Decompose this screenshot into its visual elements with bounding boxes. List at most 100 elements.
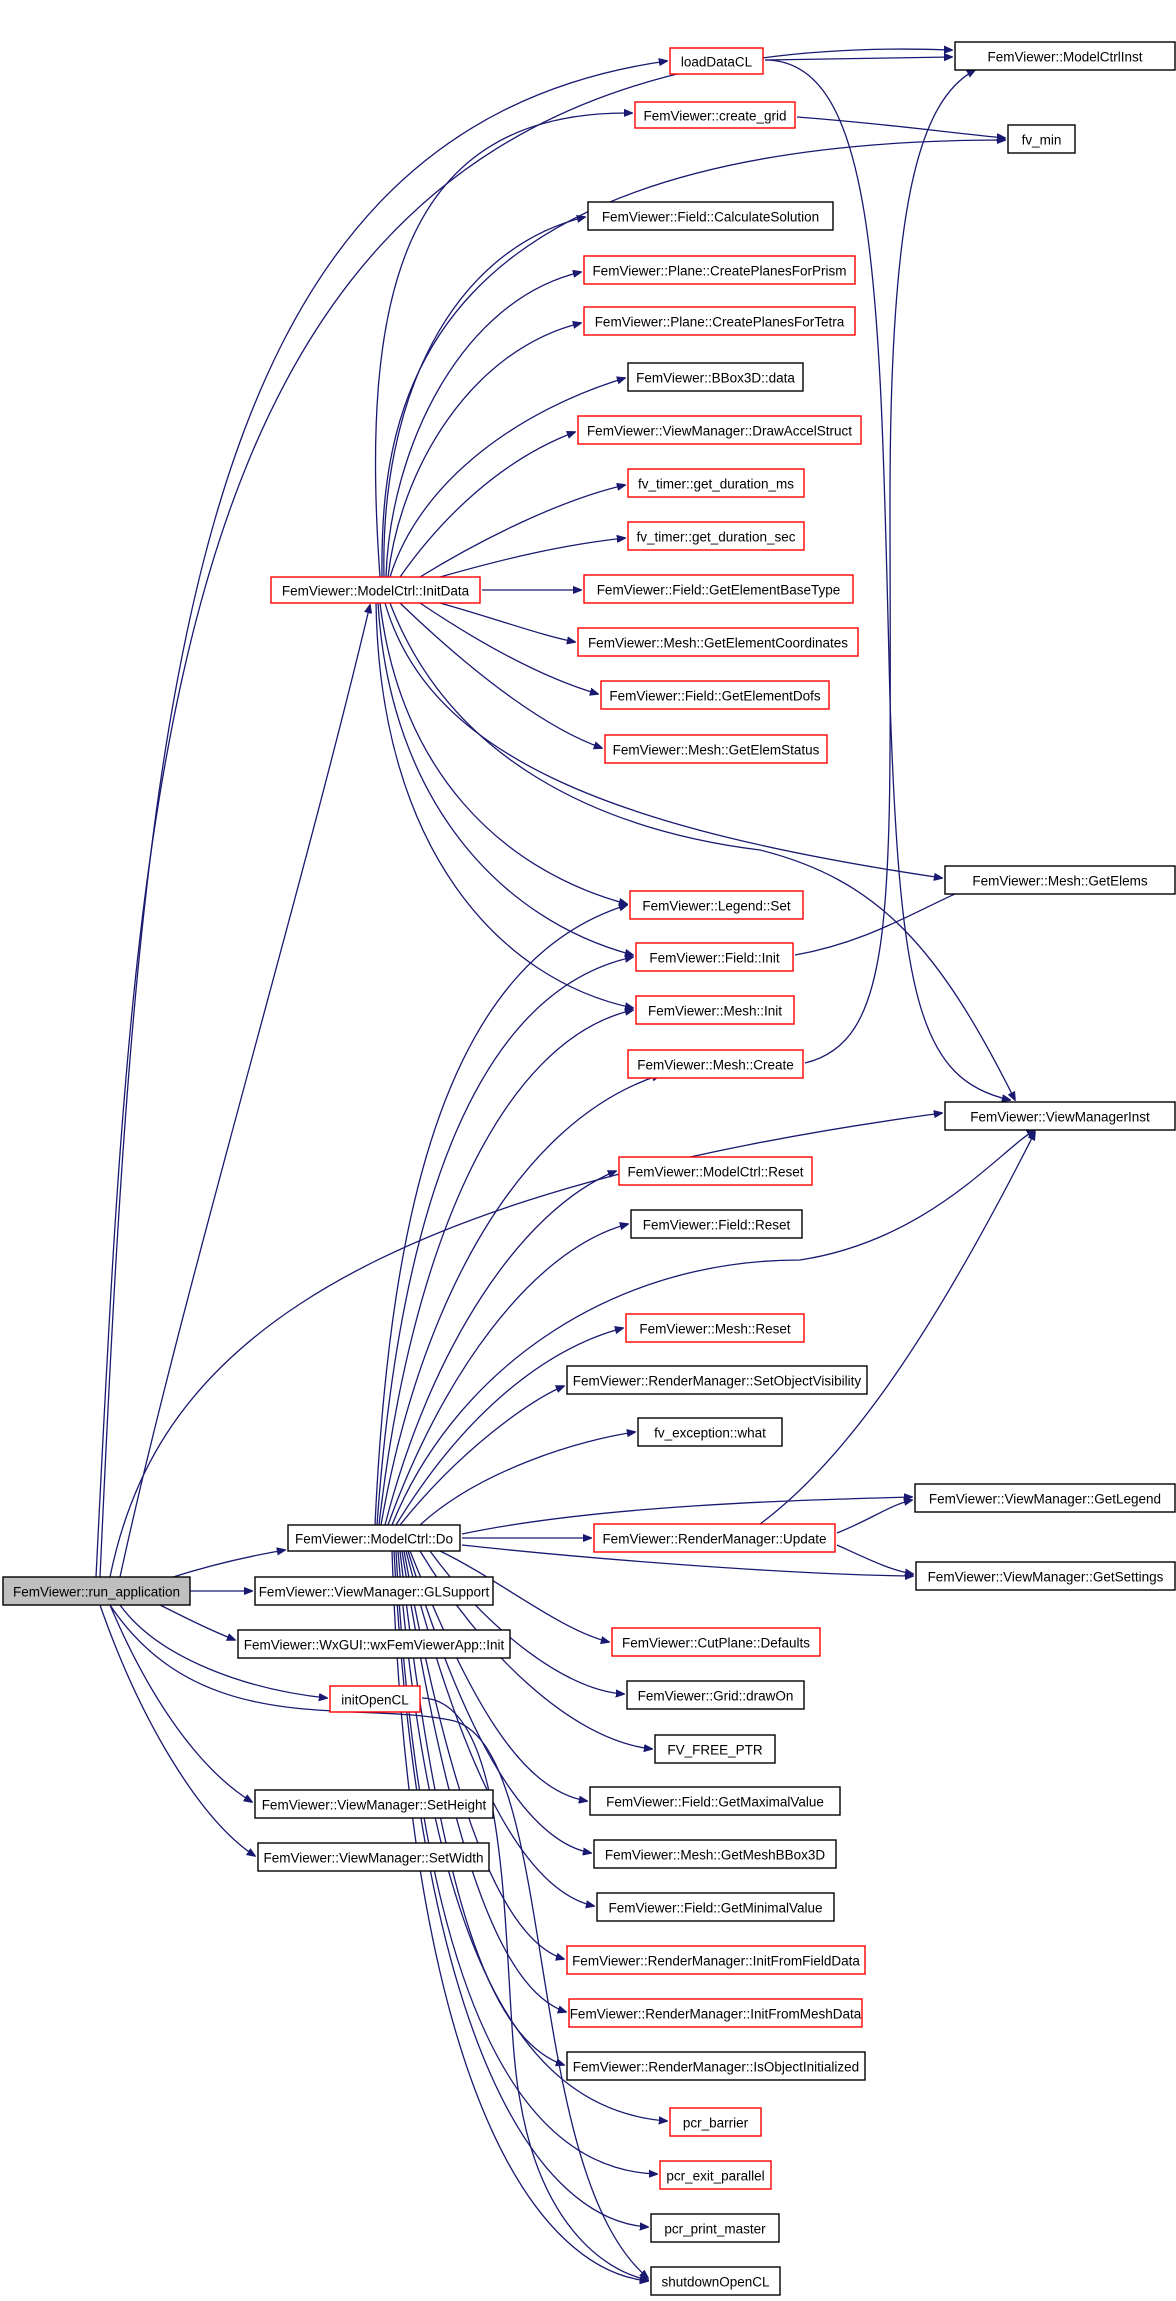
node-box <box>583 306 856 336</box>
node-meshcreate[interactable]: FemViewer::Mesh::Create <box>627 1049 804 1079</box>
node-cutdefaults[interactable]: FemViewer::CutPlane::Defaults <box>611 1627 821 1657</box>
node-isobjinit[interactable]: FemViewer::RenderManager::IsObjectInitia… <box>566 2051 866 2081</box>
node-cpprism[interactable]: FemViewer::Plane::CreatePlanesForPrism <box>583 255 856 285</box>
node-create_grid[interactable]: FemViewer::create_grid <box>634 101 796 129</box>
node-drawaccel[interactable]: FemViewer::ViewManager::DrawAccelStruct <box>577 415 862 445</box>
node-label: FemViewer::Plane::CreatePlanesForTetra <box>595 315 845 330</box>
node-fieldinit[interactable]: FemViewer::Field::Init <box>635 942 794 972</box>
node-box <box>625 1313 805 1343</box>
node-label: FemViewer::Mesh::GetElemStatus <box>613 743 820 758</box>
node-label: initOpenCL <box>341 1693 409 1708</box>
node-iffielddata[interactable]: FemViewer::RenderManager::InitFromFieldD… <box>566 1945 866 1975</box>
node-box <box>618 1156 813 1186</box>
node-setobjvis[interactable]: FemViewer::RenderManager::SetObjectVisib… <box>566 1365 868 1395</box>
edge-run-to-viewmanagerinst <box>109 1113 942 1578</box>
node-pcrbarrier[interactable]: pcr_barrier <box>669 2107 762 2137</box>
node-shutdowncl[interactable]: shutdownOpenCL <box>650 2266 781 2296</box>
node-initdata[interactable]: FemViewer::ModelCtrl::InitData <box>270 576 481 604</box>
node-pcrexit[interactable]: pcr_exit_parallel <box>659 2160 772 2190</box>
node-getelems[interactable]: FemViewer::Mesh::GetElems <box>944 865 1176 895</box>
node-box <box>650 2266 781 2296</box>
node-legendset[interactable]: FemViewer::Legend::Set <box>629 890 804 920</box>
edge-do-to-gmaxval <box>409 1550 587 1801</box>
node-griddrawon[interactable]: FemViewer::Grid::drawOn <box>626 1680 805 1710</box>
node-label: pcr_exit_parallel <box>666 2169 764 2184</box>
node-calcsol[interactable]: FemViewer::Field::CalculateSolution <box>587 201 834 231</box>
node-label: FemViewer::ViewManager::GetSettings <box>928 1570 1164 1585</box>
node-bboxdata[interactable]: FemViewer::BBox3D::data <box>627 362 804 392</box>
node-pcrprint[interactable]: pcr_print_master <box>650 2213 780 2243</box>
node-modelctrlinst[interactable]: FemViewer::ModelCtrlInst <box>954 41 1176 71</box>
node-box <box>629 890 804 920</box>
node-box <box>654 1734 776 1764</box>
node-label: loadDataCL <box>681 55 753 70</box>
node-run[interactable]: FemViewer::run_application <box>2 1576 191 1606</box>
node-box <box>1007 124 1076 154</box>
node-getlegend[interactable]: FemViewer::ViewManager::GetLegend <box>914 1483 1176 1513</box>
node-glsupport[interactable]: FemViewer::ViewManager::GLSupport <box>254 1576 494 1606</box>
node-fvfree[interactable]: FV_FREE_PTR <box>654 1734 776 1764</box>
node-cptetra[interactable]: FemViewer::Plane::CreatePlanesForTetra <box>583 306 856 336</box>
edge-run-to-setwidth <box>99 1604 255 1856</box>
node-box <box>566 1945 866 1975</box>
node-gebt[interactable]: FemViewer::Field::GetElementBaseType <box>583 574 854 604</box>
node-meshreset[interactable]: FemViewer::Mesh::Reset <box>625 1313 805 1343</box>
node-label: fv_min <box>1022 133 1062 148</box>
node-box <box>627 468 805 498</box>
node-fieldreset[interactable]: FemViewer::Field::Reset <box>630 1209 803 1239</box>
node-box <box>630 1209 803 1239</box>
edge-run-to-wxinit <box>159 1604 235 1640</box>
node-setwidth[interactable]: FemViewer::ViewManager::SetWidth <box>257 1842 490 1872</box>
edge-do-to-field-reset <box>387 1224 628 1526</box>
edge-run-to-loaddatacl <box>99 61 667 1578</box>
node-ifmeshdata[interactable]: FemViewer::RenderManager::InitFromMeshDa… <box>568 1998 863 2028</box>
node-box <box>627 521 805 551</box>
node-label: FemViewer::CutPlane::Defaults <box>622 1636 810 1651</box>
node-box <box>637 1417 783 1447</box>
edge-initdata-to-create-grid <box>374 113 632 578</box>
node-loaddatacl[interactable]: loadDataCL <box>669 47 764 75</box>
node-box <box>635 942 794 972</box>
node-wxinit[interactable]: FemViewer::WxGUI::wxFemViewerApp::Init <box>237 1629 511 1659</box>
edge-rmupdate-to-getlegend <box>836 1500 912 1534</box>
edge-run-to-initopencl <box>119 1604 327 1698</box>
node-gminval[interactable]: FemViewer::Field::GetMinimalValue <box>596 1892 835 1922</box>
node-setheight[interactable]: FemViewer::ViewManager::SetHeight <box>254 1789 494 1819</box>
node-mcdo[interactable]: FemViewer::ModelCtrl::Do <box>287 1524 461 1552</box>
node-mcreset[interactable]: FemViewer::ModelCtrl::Reset <box>618 1156 813 1186</box>
node-label: fv_timer::get_duration_ms <box>638 477 794 492</box>
node-label: pcr_barrier <box>683 2116 749 2131</box>
edge-do-to-viewmanagerinst <box>391 1130 1035 1526</box>
edge-run-to-initdata <box>119 605 370 1578</box>
node-rmupdate[interactable]: FemViewer::RenderManager::Update <box>593 1523 836 1553</box>
node-durms[interactable]: fv_timer::get_duration_ms <box>627 468 805 498</box>
node-gmeshbbox[interactable]: FemViewer::Mesh::GetMeshBBox3D <box>593 1839 837 1869</box>
edge-do-to-mcreset <box>384 1171 616 1526</box>
node-gestatus[interactable]: FemViewer::Mesh::GetElemStatus <box>604 734 828 764</box>
node-box <box>593 1523 836 1553</box>
edge-initopencl-to-shutdownopencl <box>421 1697 648 2280</box>
node-box <box>954 41 1176 71</box>
node-getsettings[interactable]: FemViewer::ViewManager::GetSettings <box>915 1561 1176 1591</box>
node-gecoords[interactable]: FemViewer::Mesh::GetElementCoordinates <box>577 627 859 657</box>
node-box <box>583 574 854 604</box>
node-dursec[interactable]: fv_timer::get_duration_sec <box>627 521 805 551</box>
node-initopencl[interactable]: initOpenCL <box>329 1685 421 1713</box>
node-box <box>254 1576 494 1606</box>
node-meshinit[interactable]: FemViewer::Mesh::Init <box>635 995 795 1025</box>
edge-initdata-to-bboxdata <box>389 378 625 578</box>
node-gmaxval[interactable]: FemViewer::Field::GetMaximalValue <box>589 1786 841 1816</box>
node-label: shutdownOpenCL <box>661 2275 770 2290</box>
node-box <box>915 1561 1176 1591</box>
node-fv_min[interactable]: fv_min <box>1007 124 1076 154</box>
node-box <box>944 1101 1176 1131</box>
node-gedofs[interactable]: FemViewer::Field::GetElementDofs <box>600 680 830 710</box>
node-label: FemViewer::ModelCtrl::Reset <box>627 1165 803 1180</box>
node-box <box>2 1576 191 1606</box>
edge-initdata-to-gecoords <box>439 602 575 642</box>
node-vminst[interactable]: FemViewer::ViewManagerInst <box>944 1101 1176 1131</box>
node-fvwhat[interactable]: fv_exception::what <box>637 1417 783 1447</box>
node-box <box>611 1627 821 1657</box>
edge-initdata-to-durms <box>419 485 625 578</box>
